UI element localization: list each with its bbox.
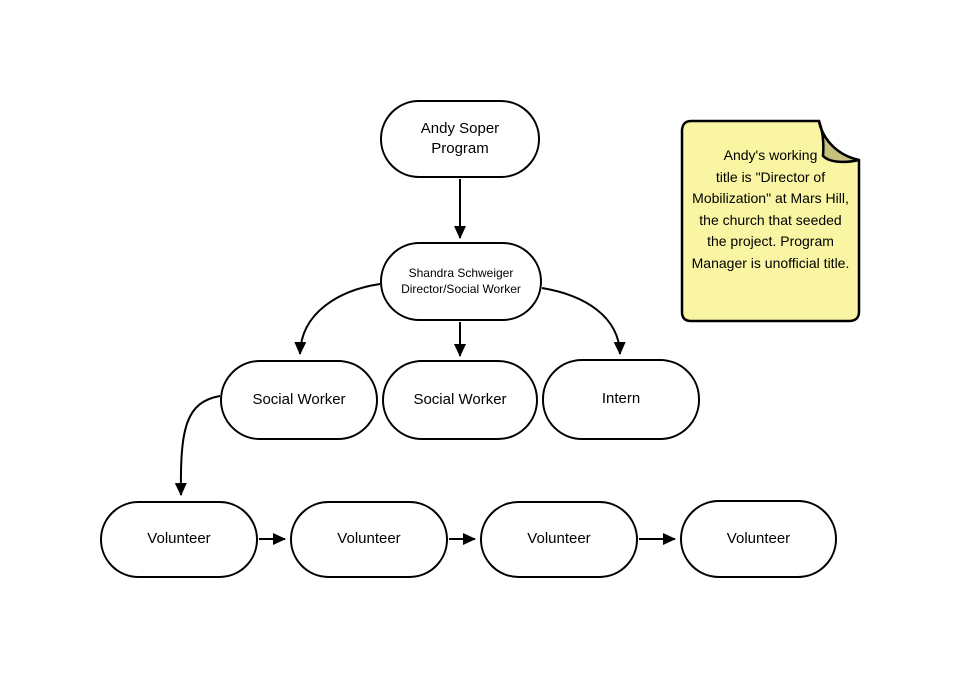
node-label: Social Worker <box>252 390 346 408</box>
node-label: Social Worker <box>413 390 507 408</box>
node-label: Intern <box>601 390 641 408</box>
node-social-worker-middle: Social Worker <box>382 360 538 440</box>
node-label: Shandra Schweiger Director/Social Worker <box>401 265 521 296</box>
node-volunteer-3: Volunteer <box>480 501 638 578</box>
node-label: Volunteer <box>147 530 211 548</box>
node-social-worker-left: Social Worker <box>220 360 378 440</box>
node-label: Volunteer <box>337 530 401 548</box>
node-volunteer-1: Volunteer <box>100 501 258 578</box>
node-intern: Intern <box>542 359 700 440</box>
node-label: Volunteer <box>726 529 791 547</box>
node-volunteer-2: Volunteer <box>290 501 448 578</box>
sticky-note-fold-icon <box>817 119 861 164</box>
node-label: Volunteer <box>527 530 591 548</box>
edge-social-worker-left-to-volunteer-1 <box>174 395 221 496</box>
sticky-note-text: Andy's working title is "Director of Mob… <box>691 147 850 271</box>
edge-shandra-to-intern <box>541 287 626 355</box>
node-volunteer-4: Volunteer <box>680 500 837 578</box>
edge-shandra-to-social-worker-left <box>294 283 381 355</box>
node-shandra-schweiger: Shandra Schweiger Director/Social Worker <box>380 242 542 321</box>
node-label: Andy Soper Program <box>420 119 500 157</box>
node-andy-soper-program: Andy Soper Program <box>380 100 540 178</box>
